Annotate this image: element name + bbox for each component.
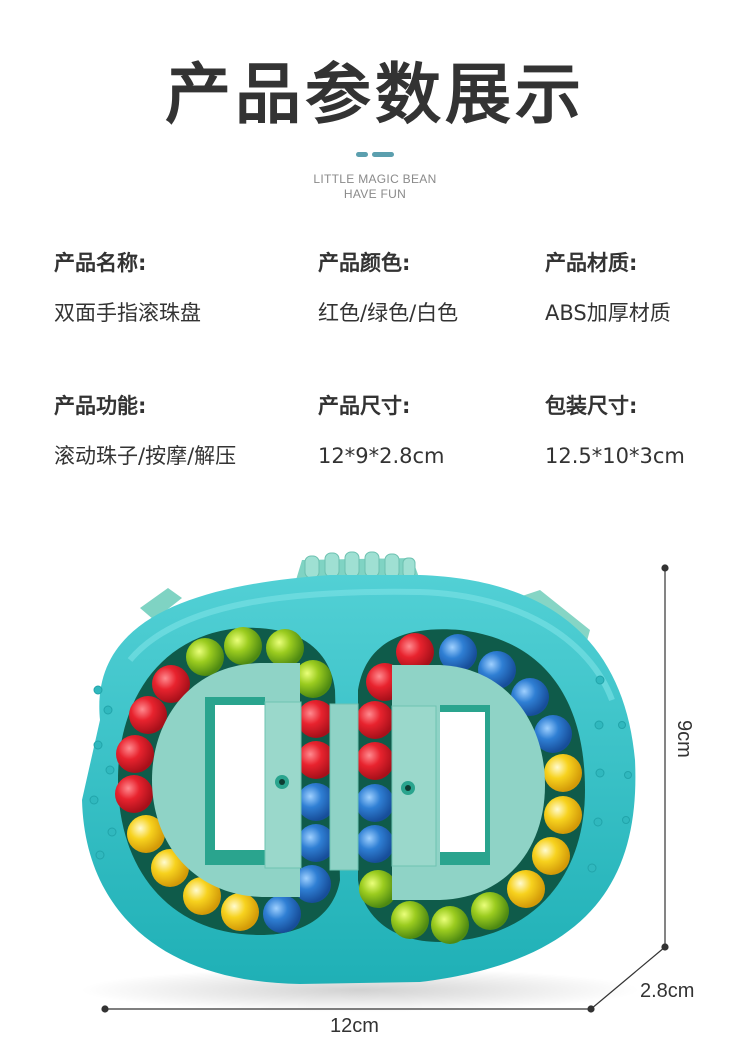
right-d-insert bbox=[391, 665, 545, 900]
left-side-button bbox=[140, 588, 182, 620]
red-bead bbox=[297, 741, 335, 779]
green-bead bbox=[471, 892, 509, 930]
blue-bead bbox=[263, 895, 301, 933]
left-d-insert bbox=[152, 663, 302, 897]
blue-bead bbox=[297, 824, 335, 862]
spec-label: 产品名称: bbox=[54, 251, 147, 275]
surface-bumps bbox=[89, 675, 632, 873]
green-bead bbox=[224, 627, 262, 665]
spec-value: 12*9*2.8cm bbox=[318, 444, 445, 468]
depth-dimension-label: 2.8cm bbox=[640, 980, 695, 1002]
spec-value: ABS加厚材质 bbox=[545, 301, 671, 325]
spec-value: 双面手指滚珠盘 bbox=[54, 301, 201, 325]
yellow-bead bbox=[221, 893, 259, 931]
blue-bead bbox=[293, 865, 331, 903]
spec-product-material: 产品材质: ABS加厚材质 bbox=[545, 249, 671, 327]
product-shadow bbox=[80, 968, 640, 1012]
spec-value: 红色/绿色/白色 bbox=[318, 301, 459, 325]
accent-divider bbox=[0, 152, 750, 157]
center-divider bbox=[329, 703, 359, 871]
red-bead bbox=[152, 665, 190, 703]
spec-label: 产品颜色: bbox=[318, 251, 411, 275]
yellow-bead bbox=[532, 837, 570, 875]
dimension-lines bbox=[101, 564, 669, 1013]
yellow-bead bbox=[544, 754, 582, 792]
spec-product-name: 产品名称: 双面手指滚珠盘 bbox=[54, 249, 201, 327]
green-bead bbox=[294, 660, 332, 698]
red-bead bbox=[356, 742, 394, 780]
subtitle-line-2: HAVE FUN bbox=[343, 187, 407, 201]
red-bead bbox=[129, 696, 167, 734]
spec-value: 滚动珠子/按摩/解压 bbox=[54, 444, 237, 468]
red-bead bbox=[356, 701, 394, 739]
yellow-bead bbox=[183, 877, 221, 915]
yellow-bead bbox=[544, 796, 582, 834]
spec-value: 12.5*10*3cm bbox=[545, 444, 685, 468]
green-bead bbox=[266, 629, 304, 667]
spec-product-function: 产品功能: 滚动珠子/按摩/解压 bbox=[54, 392, 236, 470]
spec-label: 产品功能: bbox=[54, 394, 147, 418]
red-bead bbox=[396, 633, 434, 671]
subtitle-line-1: LITTLE MAGIC BEAN bbox=[313, 172, 437, 186]
yellow-bead bbox=[507, 870, 545, 908]
yellow-bead bbox=[127, 815, 165, 853]
beads bbox=[115, 627, 582, 944]
red-bead bbox=[116, 735, 154, 773]
blue-bead bbox=[534, 715, 572, 753]
accent-dash-long bbox=[372, 152, 394, 157]
green-bead bbox=[186, 638, 224, 676]
green-bead bbox=[431, 906, 469, 944]
green-bead bbox=[359, 870, 397, 908]
spec-product-size: 产品尺寸: 12*9*2.8cm bbox=[318, 392, 444, 470]
green-bead bbox=[391, 901, 429, 939]
spec-label: 产品材质: bbox=[545, 251, 638, 275]
width-dimension-label: 12cm bbox=[330, 1015, 379, 1037]
spec-package-size: 包装尺寸: 12.5*10*3cm bbox=[545, 392, 685, 470]
accent-dash-short bbox=[356, 152, 368, 157]
spec-label: 产品尺寸: bbox=[318, 394, 411, 418]
spec-product-color: 产品颜色: 红色/绿色/白色 bbox=[318, 249, 458, 327]
blue-bead bbox=[356, 825, 394, 863]
height-dimension-label: 9cm bbox=[673, 720, 695, 758]
page-subtitle: LITTLE MAGIC BEAN HAVE FUN bbox=[0, 172, 750, 202]
red-bead bbox=[297, 700, 335, 738]
page-title: 产品参数展示 bbox=[165, 56, 585, 133]
top-grip bbox=[296, 551, 420, 580]
red-bead bbox=[115, 775, 153, 813]
blue-bead bbox=[439, 634, 477, 672]
blue-bead bbox=[297, 783, 335, 821]
blue-bead bbox=[356, 784, 394, 822]
spec-label: 包装尺寸: bbox=[545, 394, 638, 418]
